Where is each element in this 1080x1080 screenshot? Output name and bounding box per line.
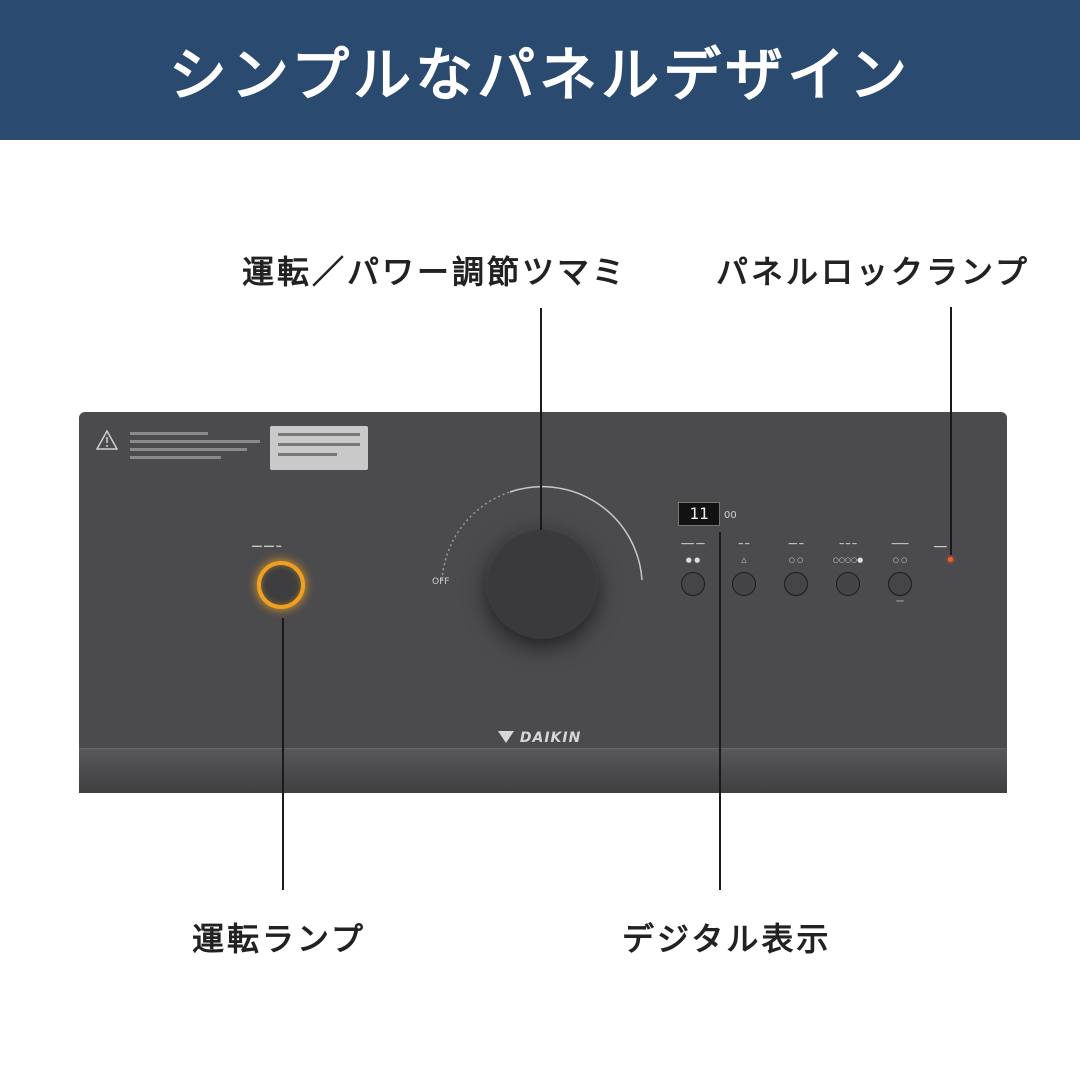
dial-scale-arc (441, 485, 643, 581)
leader-line-dial (540, 308, 542, 530)
panel-lock-caption: ━━━ (934, 543, 947, 551)
control-group-5: ━━━━ ○ ○ ━━ (875, 540, 925, 605)
spec-label-sticker (270, 426, 368, 470)
control-button-3[interactable] (784, 572, 808, 596)
control-button-5[interactable] (888, 572, 912, 596)
leader-line-run-lamp (282, 618, 284, 890)
run-lamp-caption: ━━ ━━ ━ (252, 542, 282, 551)
display-unit: 00 (724, 510, 737, 521)
digital-display: 11 (678, 502, 720, 526)
dial-off-label: OFF (432, 577, 450, 587)
header-banner: シンプルなパネルデザイン (0, 0, 1080, 140)
page-title: シンプルなパネルデザイン (168, 41, 912, 109)
power-dial[interactable] (486, 527, 598, 639)
daikin-logo-icon (498, 731, 514, 743)
brand-name: DAIKIN (519, 730, 582, 746)
control-group-3: ━━ ━ ○ ○ (771, 540, 821, 596)
control-button-1[interactable] (681, 572, 705, 596)
control-button-4[interactable] (836, 572, 860, 596)
control-button-2[interactable] (732, 572, 756, 596)
warning-text-lines (130, 427, 260, 464)
callout-run-lamp: 運転ランプ (192, 920, 367, 958)
brand-logo: DAIKIN (498, 730, 581, 746)
leader-line-panel-lock (950, 307, 952, 555)
control-group-4: ━ ━ ━ ○○○○● (823, 540, 873, 596)
panel-lower-edge (79, 748, 1007, 793)
run-lamp (257, 561, 305, 609)
warning-triangle-icon (95, 429, 119, 462)
callout-dial: 運転／パワー調節ツマミ (242, 253, 628, 291)
control-group-1: ━━━ ━━ ● ● (668, 540, 718, 596)
callout-panel-lock: パネルロックランプ (716, 253, 1031, 291)
control-group-2: ━ ━ △ (719, 540, 769, 596)
leader-line-digital (719, 532, 721, 890)
panel-lock-lamp (948, 557, 953, 562)
callout-digital-display: デジタル表示 (622, 920, 832, 958)
